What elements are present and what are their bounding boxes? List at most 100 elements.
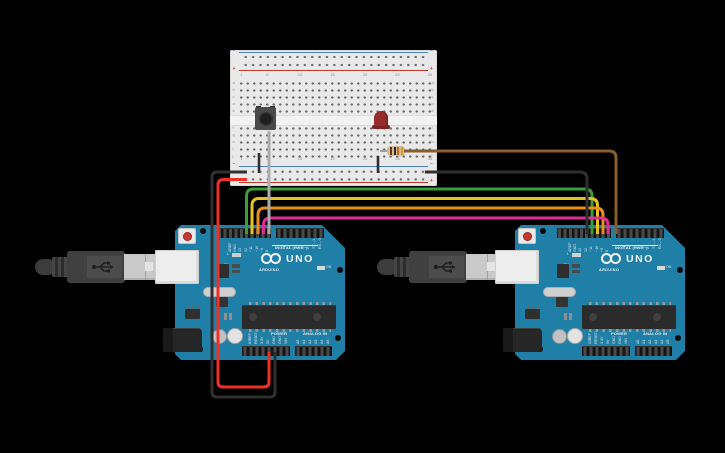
transistor-leg <box>537 306 539 309</box>
electrolytic-capacitor <box>226 328 243 344</box>
red-led[interactable] <box>372 111 390 130</box>
label: b <box>431 87 434 92</box>
label: GND <box>572 244 577 252</box>
voltage-regulator <box>217 264 229 278</box>
label: GND <box>272 336 276 344</box>
label: A2 <box>307 339 312 344</box>
power-section-label: POWER <box>611 331 628 336</box>
label: i <box>431 146 433 151</box>
label: 13 <box>578 248 583 252</box>
usb-cable-left[interactable] <box>35 249 160 285</box>
usb-cable-stub <box>377 259 398 275</box>
electrolytic-capacitor <box>211 328 227 344</box>
label: 12 <box>243 248 248 252</box>
analog-section-label: ANALOG IN <box>643 331 668 336</box>
analog-header[interactable] <box>295 346 332 356</box>
rail-plus-sign: + <box>430 178 433 184</box>
led-flange <box>372 125 390 129</box>
label: g <box>232 132 235 137</box>
chip-legs <box>587 329 671 332</box>
label: f <box>431 125 433 130</box>
label: a <box>232 80 235 85</box>
label: AREF <box>227 242 232 252</box>
atmega-chip <box>242 305 336 329</box>
led-l-label: L <box>227 252 229 256</box>
analog-header[interactable] <box>635 346 672 356</box>
mounting-hole <box>335 335 341 341</box>
reset-button-cap[interactable] <box>522 231 532 241</box>
digital-section-label: DIGITAL (PWM~) <box>275 245 308 250</box>
pushbutton[interactable] <box>254 106 277 131</box>
label: h <box>232 139 235 144</box>
digital-header-b[interactable] <box>616 228 664 238</box>
label: 1 <box>240 71 243 77</box>
ceramic-capacitor <box>568 313 572 320</box>
tx-led <box>232 264 240 268</box>
bottom-rail-holes[interactable] <box>242 168 427 184</box>
arduino-logo-icon <box>610 253 621 264</box>
power-jack <box>163 328 202 352</box>
reset-button[interactable] <box>518 228 536 244</box>
digital-header-a[interactable] <box>557 228 611 238</box>
label: RX←0 <box>318 238 322 249</box>
usb-trident-icon <box>91 261 113 273</box>
reset-button-cap[interactable] <box>182 231 192 241</box>
label: ~10 <box>594 245 599 252</box>
ceramic-capacitor <box>228 313 232 320</box>
label: A1 <box>301 339 306 344</box>
label: d <box>232 101 235 106</box>
transistor-leg <box>192 306 194 309</box>
label: RESET <box>594 332 598 344</box>
label: j <box>232 153 234 158</box>
label: ~11 <box>589 246 594 252</box>
reset-button[interactable] <box>178 228 196 244</box>
usb-strain-relief <box>394 257 411 277</box>
pushbutton-cap[interactable] <box>258 111 273 126</box>
resistor-body[interactable] <box>387 146 405 156</box>
rail-plus-sign: + <box>232 178 236 184</box>
transistor <box>185 309 200 319</box>
usb-port <box>495 250 539 284</box>
brand-label: ARDUINO <box>259 268 280 272</box>
label: b <box>232 87 235 92</box>
label: GND <box>278 336 282 344</box>
label: A5 <box>665 339 670 344</box>
label: 15 <box>330 155 335 161</box>
usb-cable-right[interactable] <box>377 249 502 285</box>
label: ~10 <box>254 245 259 252</box>
mounting-hole <box>675 335 681 341</box>
label: A1 <box>641 339 646 344</box>
power-header[interactable] <box>582 346 630 356</box>
component-square <box>216 297 228 307</box>
label: c <box>431 94 434 99</box>
label: ~9 <box>259 247 264 252</box>
arduino-logo-icon <box>270 253 281 264</box>
top-rail-holes[interactable] <box>242 53 427 69</box>
led-body[interactable] <box>374 111 388 126</box>
crystal-oscillator <box>203 287 236 297</box>
tx-led <box>572 264 580 268</box>
label: a <box>431 80 434 85</box>
label: h <box>431 139 434 144</box>
power-header[interactable] <box>242 346 290 356</box>
label: A2 <box>647 339 652 344</box>
resistor[interactable] <box>379 145 407 156</box>
digital-header-b[interactable] <box>276 228 324 238</box>
digital-section-label: DIGITAL (PWM~) <box>615 245 648 250</box>
digital-header-a[interactable] <box>217 228 271 238</box>
label: 5V <box>606 339 610 344</box>
transistor-leg <box>187 306 189 309</box>
resistor-lead <box>380 150 388 152</box>
label: 8 <box>265 250 270 252</box>
model-label: UNO <box>626 253 654 265</box>
usb-strain-relief <box>52 257 69 277</box>
transistor-leg <box>197 306 199 309</box>
label: IOREF <box>248 333 252 344</box>
label: 25 <box>395 71 400 77</box>
label: 30 <box>427 71 433 77</box>
